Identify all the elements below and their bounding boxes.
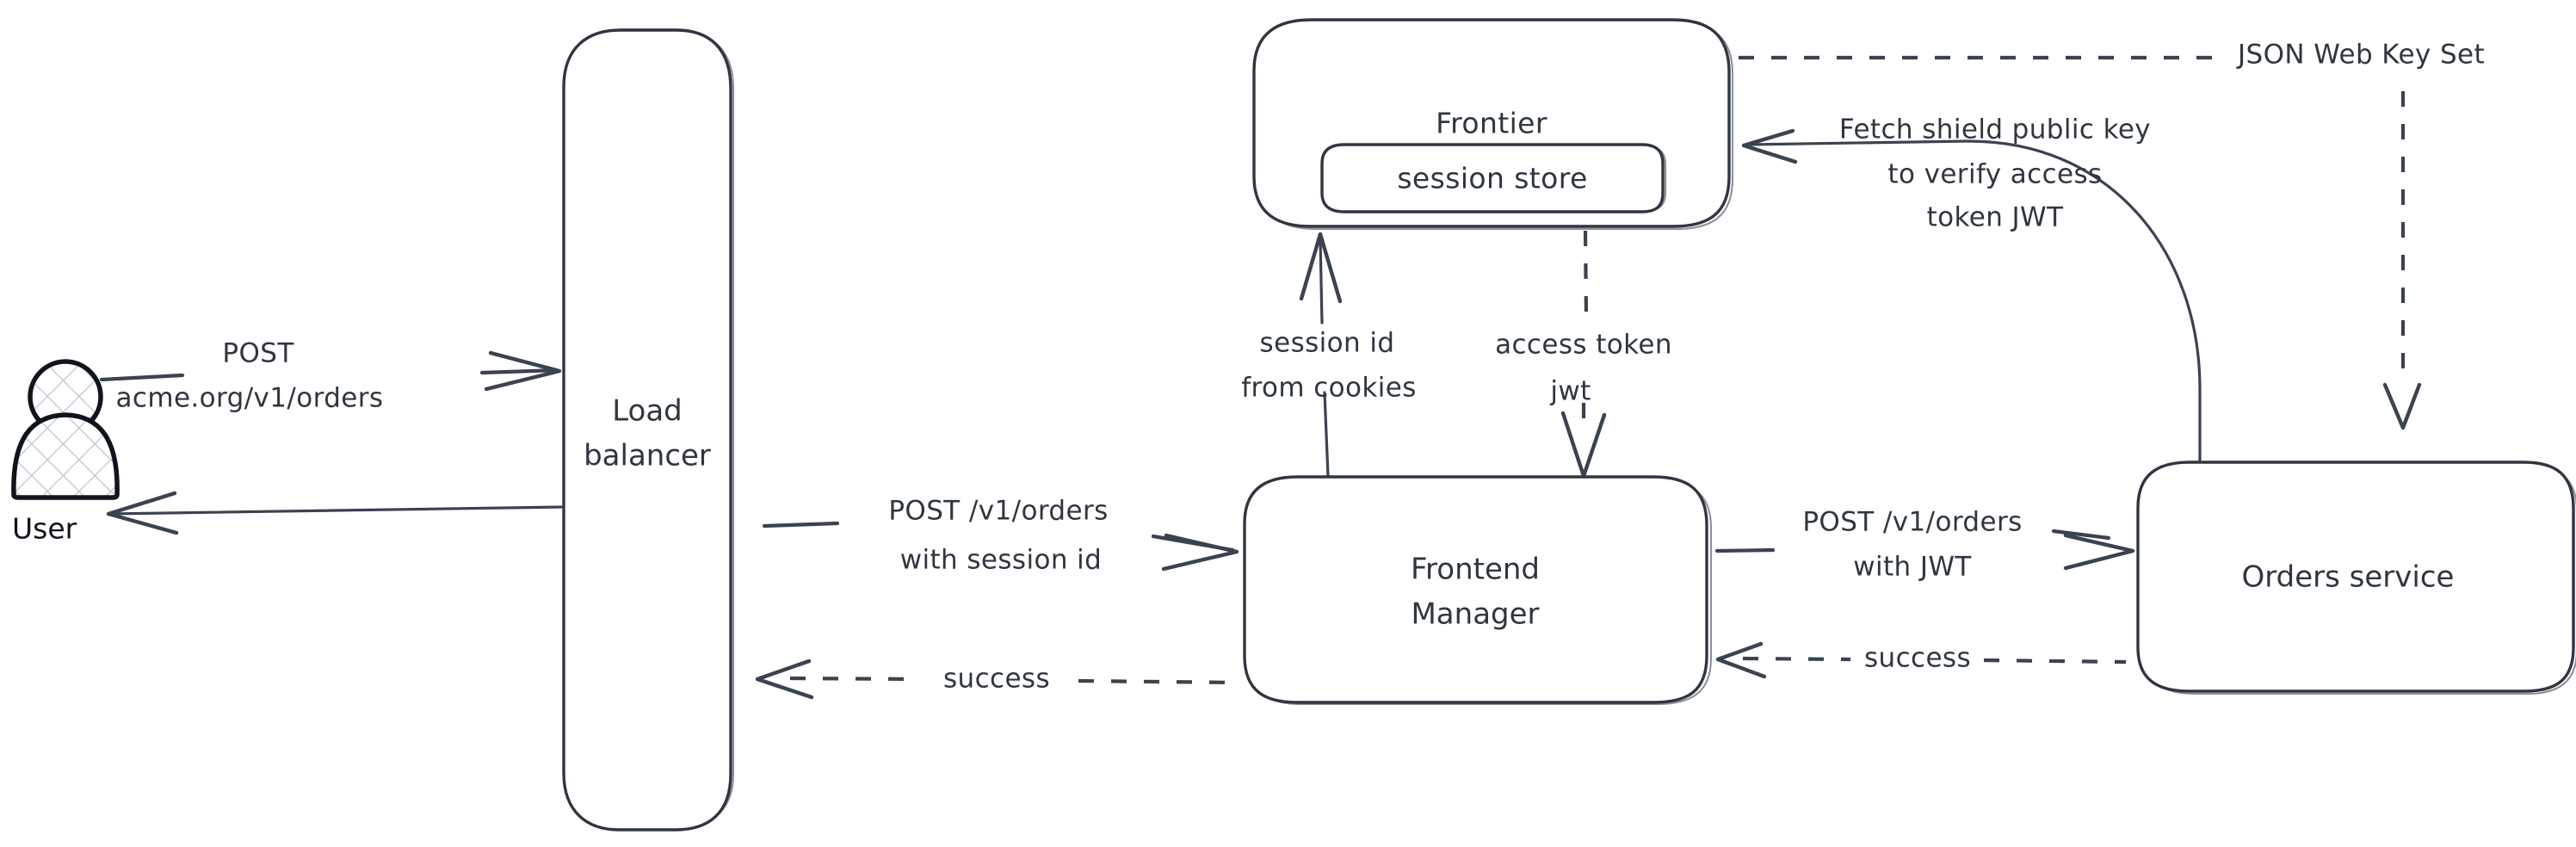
edge-line — [108, 505, 563, 516]
child-outline — [1320, 143, 1665, 213]
edge-label-line1: POST /v1/orders — [1802, 507, 2022, 538]
edge-label-line1: session id — [1260, 328, 1395, 359]
arrowhead-down — [2382, 382, 2422, 430]
edge-orders-service-to-frontend-manager: success — [1715, 641, 2127, 679]
edge-frontier-to-orders-jwks: JSON Web Key Set — [1739, 40, 2485, 430]
node-user[interactable]: User — [11, 359, 120, 546]
node-session-store[interactable]: session store — [1320, 143, 1667, 213]
edge-label-line1: POST — [222, 338, 294, 369]
edge-line — [1714, 547, 1776, 553]
node-label-line1: Frontend — [1411, 553, 1540, 587]
edge-label-line2: with session id — [900, 545, 1103, 576]
edge-label-line2: to verify access — [1887, 159, 2102, 190]
edge-line-2 — [2051, 529, 2111, 541]
edge-label-line1: POST /v1/orders — [888, 496, 1108, 527]
edge-line-2 — [479, 368, 559, 375]
edge-label-line1: access token — [1495, 330, 1672, 361]
edge-label-line2: with JWT — [1853, 552, 1972, 583]
edge-line-right — [1078, 678, 1240, 685]
edge-label: JSON Web Key Set — [2236, 40, 2485, 71]
edge-load-balancer-to-user — [106, 491, 563, 535]
edge-line-lower — [1323, 391, 1330, 478]
arrowhead-left — [106, 491, 179, 535]
edge-frontier-to-frontend-manager: access token jwt — [1495, 230, 1672, 479]
node-outline — [1243, 475, 1708, 704]
edge-label-line2: acme.org/v1/orders — [116, 383, 384, 414]
node-label: Frontier — [1436, 107, 1547, 140]
node-label-line2: balancer — [584, 439, 711, 473]
edge-user-to-load-balancer: POST acme.org/v1/orders — [99, 338, 562, 414]
node-outline — [562, 28, 732, 832]
child-label: session store — [1397, 162, 1587, 195]
user-label: User — [12, 512, 77, 546]
edge-line — [99, 373, 185, 382]
node-load-balancer[interactable]: Load balancer — [562, 28, 735, 832]
node-outline — [2136, 461, 2575, 693]
edge-line-left — [1742, 656, 1851, 662]
edge-line — [762, 521, 840, 529]
edge-frontend-manager-to-frontier: session id from cookies — [1241, 232, 1417, 478]
edge-label: success — [943, 664, 1050, 695]
edge-frontend-manager-to-load-balancer: success — [755, 658, 1240, 700]
arrowhead-right — [2063, 533, 2135, 571]
node-label-line1: Load — [612, 394, 683, 429]
edge-line-upper — [1319, 238, 1324, 325]
edge-line — [1745, 139, 2202, 465]
node-frontend-manager[interactable]: Frontend Manager — [1243, 475, 1713, 706]
user-body-icon — [11, 412, 120, 500]
edge-frontend-manager-to-orders-service: POST /v1/orders with JWT — [1714, 507, 2135, 583]
edge-label-line2: jwt — [1549, 376, 1591, 407]
edge-label: success — [1864, 643, 1971, 674]
edge-load-balancer-to-frontend-manager: POST /v1/orders with session id — [762, 496, 1239, 576]
node-label: Orders service — [2242, 560, 2455, 595]
edge-label-line3: token JWT — [1927, 202, 2065, 233]
edge-label-line2: from cookies — [1241, 373, 1417, 404]
arrowhead-left — [755, 658, 814, 700]
arrowhead-right — [1161, 533, 1239, 572]
arrowhead-left — [1715, 641, 1767, 679]
node-orders-service[interactable]: Orders service — [2136, 461, 2576, 696]
edge-label-line1: Fetch shield public key — [1839, 114, 2151, 145]
edge-line-right — [1983, 658, 2127, 665]
arrowhead-down — [1560, 411, 1607, 479]
arrowhead-up — [1299, 232, 1343, 304]
node-frontier[interactable]: Frontier session store — [1252, 18, 1734, 231]
edge-line-left — [789, 676, 917, 682]
arrowhead-right — [484, 350, 562, 392]
arrowhead-left — [1741, 128, 1798, 164]
edge-orders-to-frontier-fetch: Fetch shield public key to verify access… — [1741, 114, 2202, 465]
edge-line-upper — [1583, 230, 1589, 318]
node-label-line2: Manager — [1411, 597, 1539, 632]
